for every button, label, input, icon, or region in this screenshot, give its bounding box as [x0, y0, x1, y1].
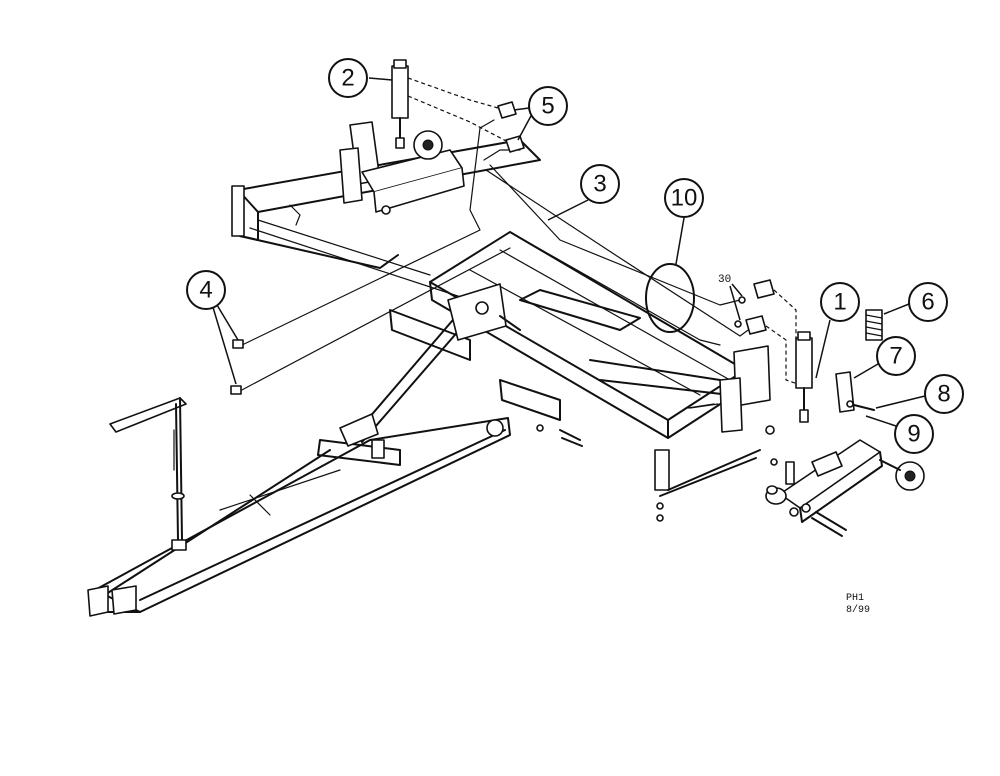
callout-10-number: 10 — [671, 185, 698, 212]
callout-2-number: 2 — [341, 65, 354, 92]
callout-6-number: 6 — [921, 289, 934, 316]
callout-3: 3 — [547, 164, 620, 221]
callout-10: 10 — [664, 178, 704, 265]
callout-1: 1 — [815, 282, 860, 379]
drawing-ref-date: 8/99 — [846, 604, 870, 616]
main-frame — [389, 231, 761, 497]
callout-9: 9 — [865, 414, 934, 454]
left-hydraulic-cylinder — [391, 59, 409, 149]
callout-7: 7 — [853, 336, 916, 379]
callout-2: 2 — [328, 58, 393, 98]
left-wing-bracket — [339, 121, 465, 215]
loose-hardware — [536, 403, 715, 522]
o-ring — [645, 263, 695, 333]
callout-3-number: 3 — [593, 171, 606, 198]
left-hydraulic-fittings — [407, 77, 525, 153]
fitting-label-30: 30 — [718, 274, 731, 286]
top-link-rod — [339, 283, 521, 447]
callout-4-number: 4 — [199, 277, 212, 304]
callout-1-number: 1 — [833, 289, 846, 316]
right-hydraulic-cylinder — [765, 289, 813, 423]
hydraulic-hoses — [230, 119, 756, 395]
callout-8-number: 8 — [937, 381, 950, 408]
callout-9-number: 9 — [907, 421, 920, 448]
callout-8: 8 — [875, 374, 964, 414]
callout-5: 5 — [513, 86, 568, 141]
drawing-ref-code: PH1 — [846, 593, 864, 604]
callout-6: 6 — [883, 282, 948, 322]
jack-stand — [109, 397, 187, 551]
rear-toolbar-frame — [231, 139, 541, 301]
callout-5-number: 5 — [541, 93, 554, 120]
hitch-tongue — [87, 417, 511, 617]
compression-spring — [865, 309, 883, 341]
callout-4: 4 — [186, 270, 239, 385]
bolt — [846, 400, 875, 411]
callout-7-number: 7 — [889, 343, 902, 370]
right-hydraulic-fittings — [734, 279, 775, 335]
wheel-arm-assembly — [765, 439, 925, 537]
right-wing-bracket — [689, 345, 778, 466]
